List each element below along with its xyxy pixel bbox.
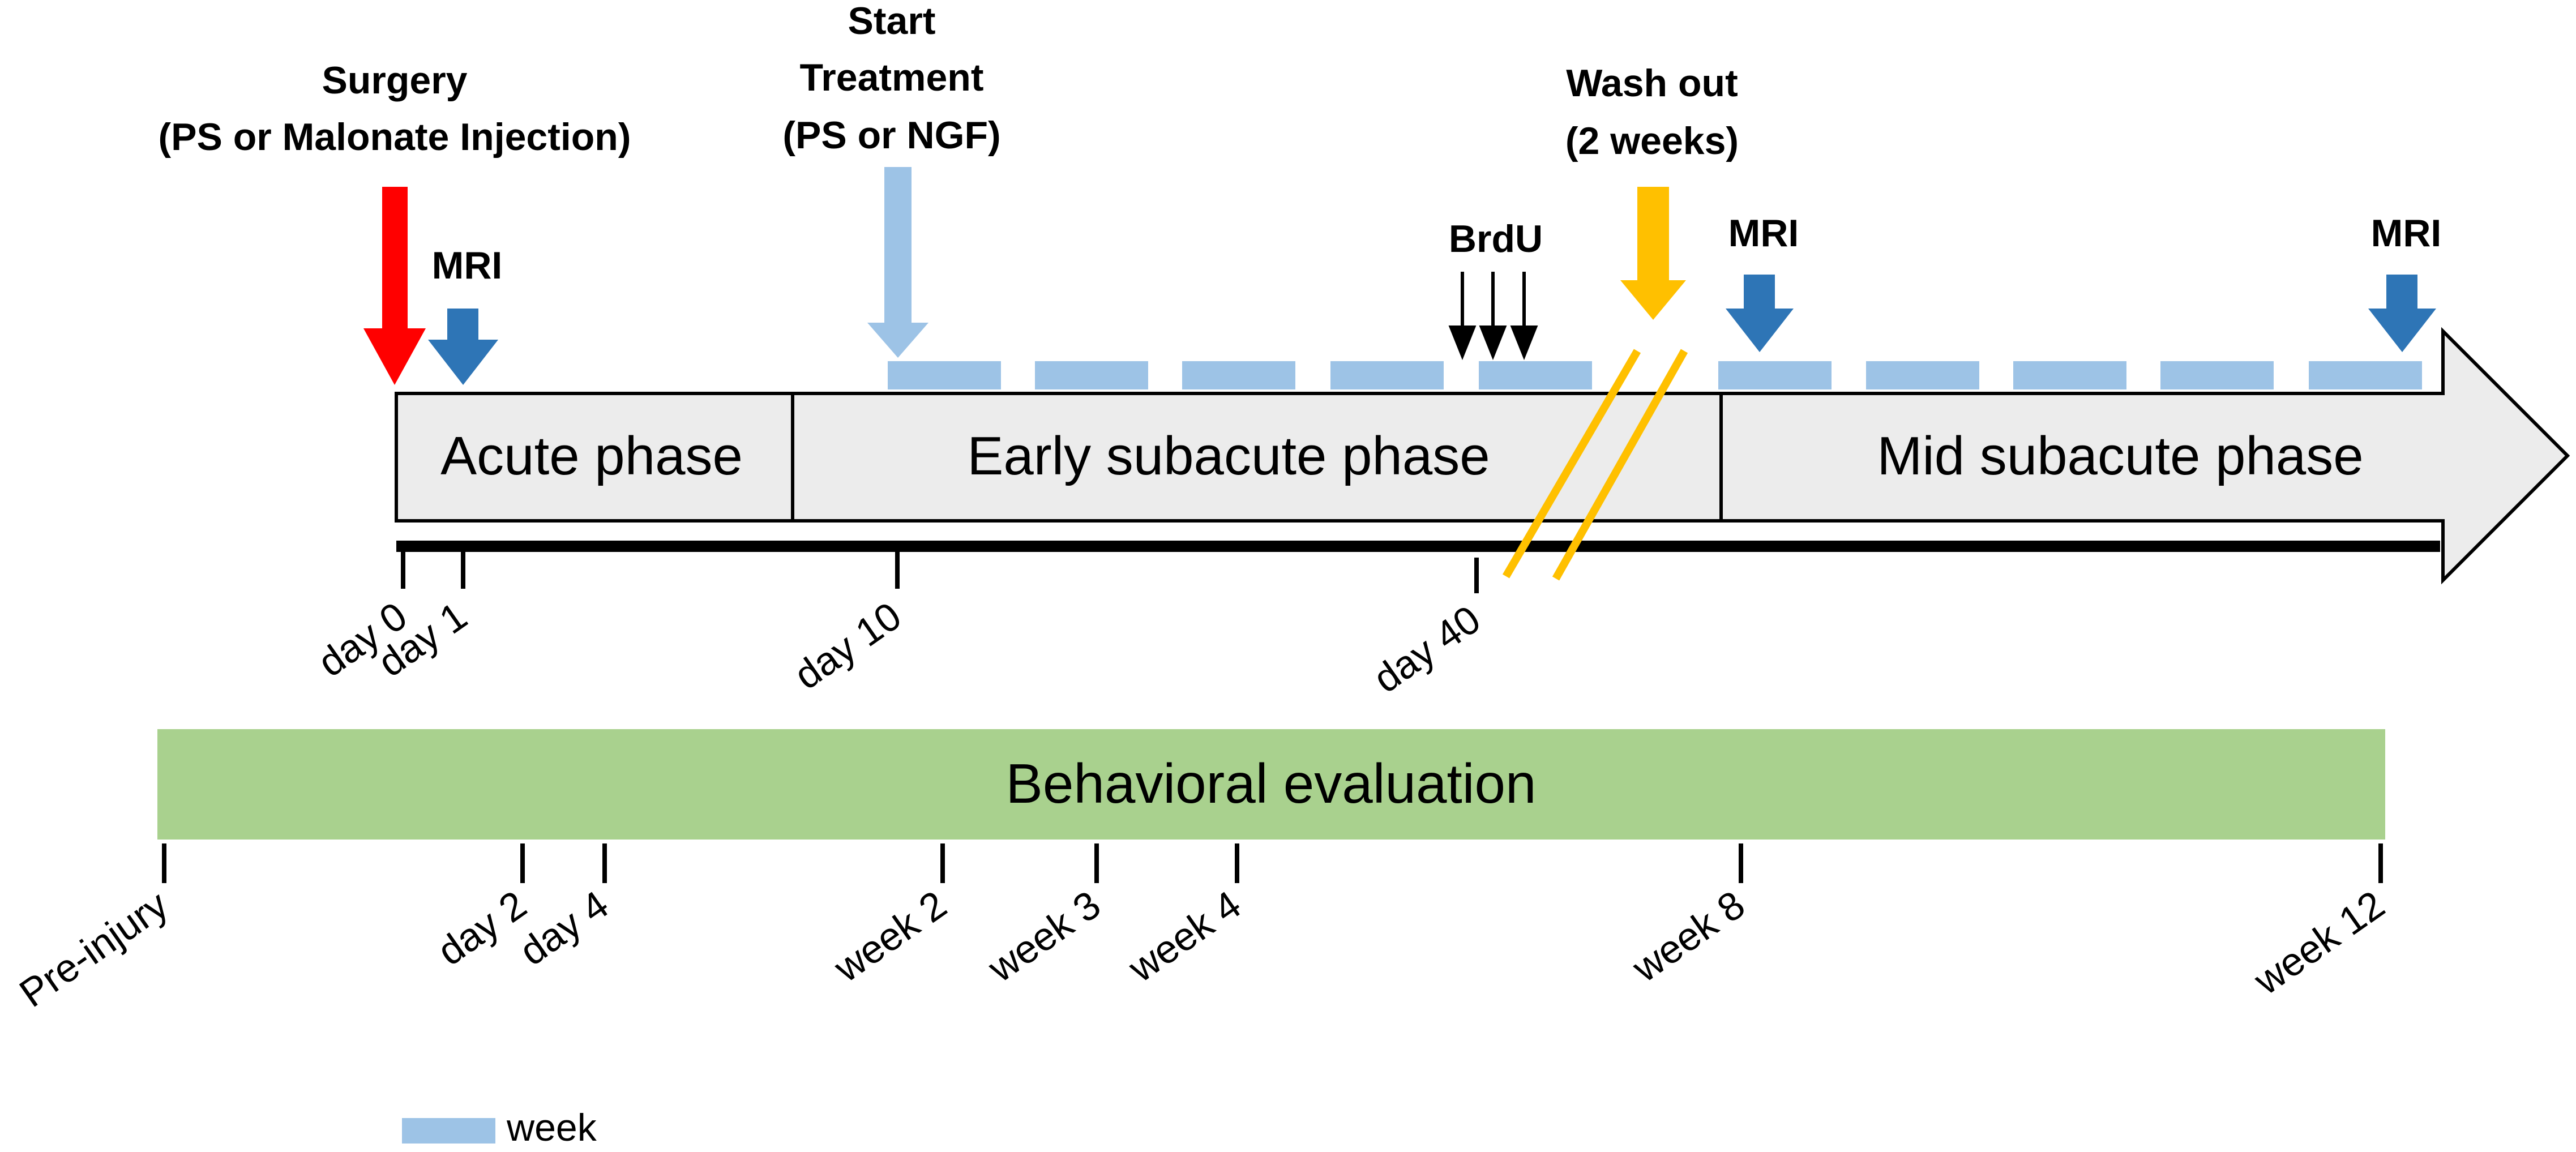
behavioral-evaluation-label: Behavioral evaluation: [1005, 752, 1536, 815]
week-dash: [1866, 361, 1979, 389]
down-arrow-icon: [428, 309, 498, 385]
behavior-tick-label: day 4: [512, 882, 617, 974]
phase-label-early-subacute: Early subacute phase: [967, 426, 1490, 486]
phase-label-mid-subacute: Mid subacute phase: [1877, 426, 2363, 486]
week-dash: [1479, 361, 1592, 389]
surgery-label-line2: (PS or Malonate Injection): [159, 115, 631, 159]
week-dash: [1182, 361, 1295, 389]
week-dash: [2160, 361, 2274, 389]
down-arrow-icon: [363, 187, 426, 385]
behavioral-evaluation-bar: [157, 729, 2385, 840]
brdu-arrows: [1448, 272, 1538, 361]
treatment-label-line3: (PS or NGF): [782, 114, 1000, 157]
behavior-tick-label: day 2: [430, 882, 534, 974]
down-arrow-icon: [2368, 275, 2436, 352]
behavior-tick-label: week 4: [1120, 882, 1248, 991]
behavior-tick-label: Pre-injury: [12, 882, 176, 1016]
mri-label: MRI: [2371, 212, 2442, 255]
behavior-tick-label: week 2: [825, 882, 954, 991]
behavior-tick-label: week 8: [1624, 882, 1752, 991]
washout-break-line: [1552, 349, 1688, 581]
timeline-arrow-body: [395, 327, 2570, 585]
mri-label: MRI: [1728, 212, 1799, 255]
week-dashes: [888, 361, 2422, 389]
week-dash: [1330, 361, 1444, 389]
surgery-label-line1: Surgery: [322, 59, 468, 102]
day-tick-label: day 10: [786, 593, 909, 697]
week-dash: [1718, 361, 1832, 389]
down-arrow-icon: [1726, 275, 1794, 352]
legend-week-label: week: [506, 1106, 597, 1149]
washout-label-line2: (2 weeks): [1565, 119, 1739, 162]
day-tick-label: day 40: [1366, 597, 1488, 701]
treatment-label-line2: Treatment: [800, 56, 984, 99]
week-dash: [888, 361, 1001, 389]
down-arrow-icon: [1620, 187, 1686, 320]
brdu-label: BrdU: [1449, 217, 1543, 260]
phase-label-acute: Acute phase: [440, 426, 743, 486]
mri-label: MRI: [432, 244, 503, 287]
week-dash: [2013, 361, 2126, 389]
treatment-label-line1: Start: [848, 0, 936, 42]
down-arrow-icon: [867, 167, 928, 358]
thin-down-arrow-icon: [1448, 326, 1477, 361]
washout-break-line: [1502, 349, 1641, 579]
behavior-tick-label: week 3: [979, 882, 1108, 991]
week-dash: [2309, 361, 2422, 389]
thin-down-arrow-icon: [1479, 326, 1507, 361]
washout-label-line1: Wash out: [1566, 62, 1738, 105]
legend-week-swatch: [402, 1118, 495, 1144]
behavior-tick-label: week 12: [2245, 882, 2392, 1003]
behavior-ticks: [162, 843, 2383, 883]
week-dash: [1035, 361, 1148, 389]
thin-down-arrow-icon: [1510, 326, 1538, 361]
